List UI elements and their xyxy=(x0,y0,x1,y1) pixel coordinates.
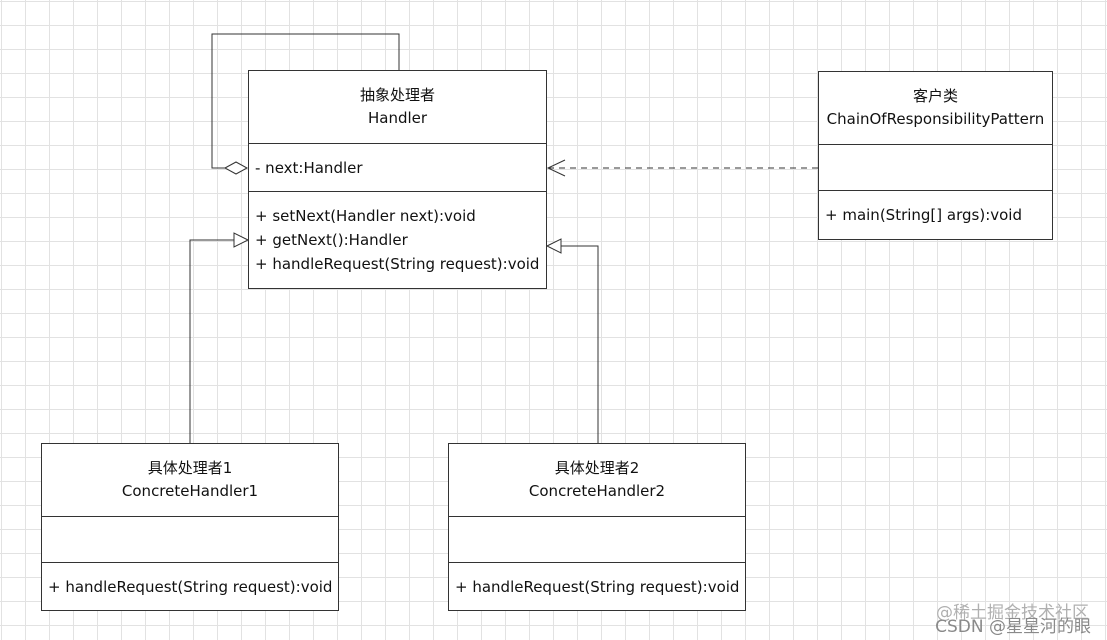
generalization-line-concrete2 xyxy=(561,245,599,443)
generalization-triangle-concrete2 xyxy=(545,238,562,254)
generalization-triangle-concrete1 xyxy=(233,232,250,248)
class-concrete-handler-1-attributes xyxy=(42,517,338,563)
generalization-line-concrete1 xyxy=(189,239,234,443)
watermark-csdn: CSDN @星星河的眼 xyxy=(935,617,1091,637)
class-client-methods: + main(String[] args):void xyxy=(819,191,1052,239)
class-concrete-handler-2-methods: + handleRequest(String request):void xyxy=(449,563,745,610)
class-concrete-handler-2-name-en: ConcreteHandler2 xyxy=(528,482,666,500)
class-concrete-handler-1-name-en: ConcreteHandler1 xyxy=(121,482,259,500)
class-concrete-handler-2-name: 具体处理者2 ConcreteHandler2 xyxy=(449,444,745,517)
method-handle-request: + handleRequest(String request):void xyxy=(255,255,540,273)
aggregation-diamond xyxy=(223,161,249,175)
class-concrete-handler-1[interactable]: 具体处理者1 ConcreteHandler1 + handleRequest(… xyxy=(41,443,339,611)
attribute-next: - next:Handler xyxy=(255,158,363,177)
method-handle-request: + handleRequest(String request):void xyxy=(48,577,333,596)
class-concrete-handler-1-methods: + handleRequest(String request):void xyxy=(42,563,338,610)
class-handler-name-en: Handler xyxy=(367,109,428,127)
method-set-next: + setNext(Handler next):void xyxy=(255,207,476,225)
class-handler-attributes: - next:Handler xyxy=(249,144,546,192)
class-concrete-handler-2[interactable]: 具体处理者2 ConcreteHandler2 + handleRequest(… xyxy=(448,443,746,611)
self-aggregation-line xyxy=(211,33,400,169)
class-client-name-en: ChainOfResponsibilityPattern xyxy=(826,110,1045,128)
class-client-name-cn: 客户类 xyxy=(912,87,958,105)
watermark-juejin: @稀土掘金技术社区 xyxy=(936,603,1089,623)
class-handler-name-cn: 抽象处理者 xyxy=(359,86,435,104)
class-concrete-handler-1-name: 具体处理者1 ConcreteHandler1 xyxy=(42,444,338,517)
class-handler-methods: + setNext(Handler next):void + getNext()… xyxy=(249,192,546,288)
class-concrete-handler-2-attributes xyxy=(449,517,745,563)
method-handle-request: + handleRequest(String request):void xyxy=(455,577,740,596)
method-get-next: + getNext():Handler xyxy=(255,231,408,249)
class-concrete-handler-2-name-cn: 具体处理者2 xyxy=(554,459,640,477)
class-handler[interactable]: 抽象处理者 Handler - next:Handler + setNext(H… xyxy=(248,70,547,289)
class-client-name: 客户类 ChainOfResponsibilityPattern xyxy=(819,72,1052,145)
class-client[interactable]: 客户类 ChainOfResponsibilityPattern + main(… xyxy=(818,71,1053,240)
class-concrete-handler-1-name-cn: 具体处理者1 xyxy=(147,459,233,477)
class-handler-name: 抽象处理者 Handler xyxy=(249,71,546,144)
class-client-attributes xyxy=(819,145,1052,191)
dependency-arrowhead xyxy=(546,159,566,177)
method-main: + main(String[] args):void xyxy=(825,206,1022,224)
